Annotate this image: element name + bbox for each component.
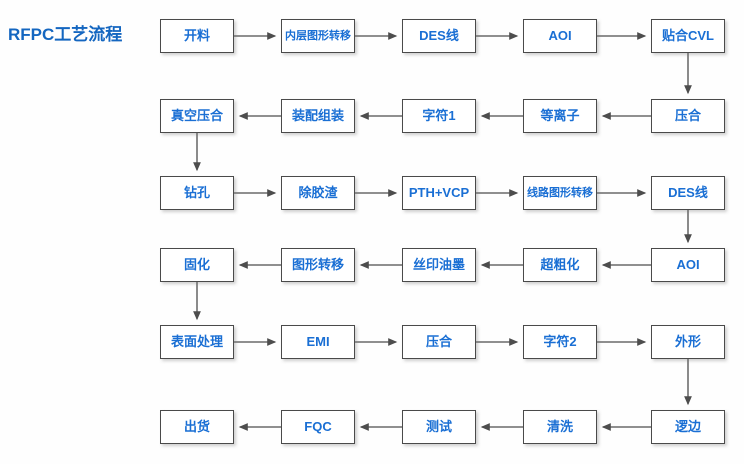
process-node-label: 开料 <box>183 27 210 43</box>
process-node-n2[interactable]: 内层图形转移 <box>281 19 355 53</box>
process-node-n12[interactable]: 除胶渣 <box>281 176 355 210</box>
process-node-n17[interactable]: 超粗化 <box>523 248 597 282</box>
process-node-n21[interactable]: 表面处理 <box>160 325 234 359</box>
process-node-label: PTH+VCP <box>408 184 470 200</box>
process-node-label: 贴合CVL <box>661 27 714 43</box>
edge-group <box>193 32 692 431</box>
process-node-label: 表面处理 <box>170 333 223 349</box>
process-node-n11[interactable]: 钻孔 <box>160 176 234 210</box>
process-node-label: AOI <box>548 27 572 43</box>
process-node-n22[interactable]: EMI <box>281 325 355 359</box>
process-node-n15[interactable]: DES线 <box>651 176 725 210</box>
process-node-n14[interactable]: 线路图形转移 <box>523 176 597 210</box>
process-node-n4[interactable]: AOI <box>523 19 597 53</box>
page-title: RFPC工艺流程 <box>8 25 123 44</box>
process-node-n16[interactable]: AOI <box>651 248 725 282</box>
process-node-label: 逻边 <box>674 418 701 434</box>
process-node-label: 字符2 <box>543 333 577 349</box>
process-node-n5[interactable]: 贴合CVL <box>651 19 725 53</box>
process-node-n8[interactable]: 字符1 <box>402 99 476 133</box>
process-node-n30[interactable]: 出货 <box>160 410 234 444</box>
process-node-label: 出货 <box>183 418 210 434</box>
process-node-label: 丝印油墨 <box>412 256 465 272</box>
process-node-label: 清洗 <box>546 418 573 434</box>
process-node-n7[interactable]: 等离子 <box>523 99 597 133</box>
process-node-n20[interactable]: 固化 <box>160 248 234 282</box>
process-node-label: 装配组装 <box>291 107 344 123</box>
process-node-label: 钻孔 <box>183 184 210 200</box>
process-node-label: 超粗化 <box>540 256 580 272</box>
process-node-label: 等离子 <box>540 107 580 123</box>
process-node-label: 压合 <box>674 107 701 123</box>
process-node-label: 图形转移 <box>291 256 344 272</box>
process-node-n19[interactable]: 图形转移 <box>281 248 355 282</box>
process-node-label: EMI <box>306 333 330 349</box>
process-node-label: AOI <box>676 256 700 272</box>
process-node-label: 外形 <box>674 333 701 349</box>
process-node-label: 除胶渣 <box>298 184 338 200</box>
process-node-label: 字符1 <box>422 107 456 123</box>
process-node-label: DES线 <box>668 184 708 200</box>
process-node-n13[interactable]: PTH+VCP <box>402 176 476 210</box>
process-node-n26[interactable]: 逻边 <box>651 410 725 444</box>
process-node-n24[interactable]: 字符2 <box>523 325 597 359</box>
process-node-n29[interactable]: FQC <box>281 410 355 444</box>
process-node-n1[interactable]: 开料 <box>160 19 234 53</box>
process-node-n18[interactable]: 丝印油墨 <box>402 248 476 282</box>
process-node-n9[interactable]: 装配组装 <box>281 99 355 133</box>
process-node-label: 固化 <box>183 256 210 272</box>
process-node-label: 测试 <box>425 418 452 434</box>
process-node-n23[interactable]: 压合 <box>402 325 476 359</box>
process-node-label: FQC <box>304 418 332 434</box>
process-node-label: 真空压合 <box>170 107 223 123</box>
process-node-n3[interactable]: DES线 <box>402 19 476 53</box>
process-node-label: DES线 <box>419 27 459 43</box>
process-node-label: 线路图形转移 <box>527 186 593 199</box>
process-node-label: 内层图形转移 <box>285 29 351 42</box>
process-node-n6[interactable]: 压合 <box>651 99 725 133</box>
process-node-n10[interactable]: 真空压合 <box>160 99 234 133</box>
process-node-n28[interactable]: 测试 <box>402 410 476 444</box>
process-node-label: 压合 <box>425 333 452 349</box>
process-node-n25[interactable]: 外形 <box>651 325 725 359</box>
process-node-n27[interactable]: 清洗 <box>523 410 597 444</box>
